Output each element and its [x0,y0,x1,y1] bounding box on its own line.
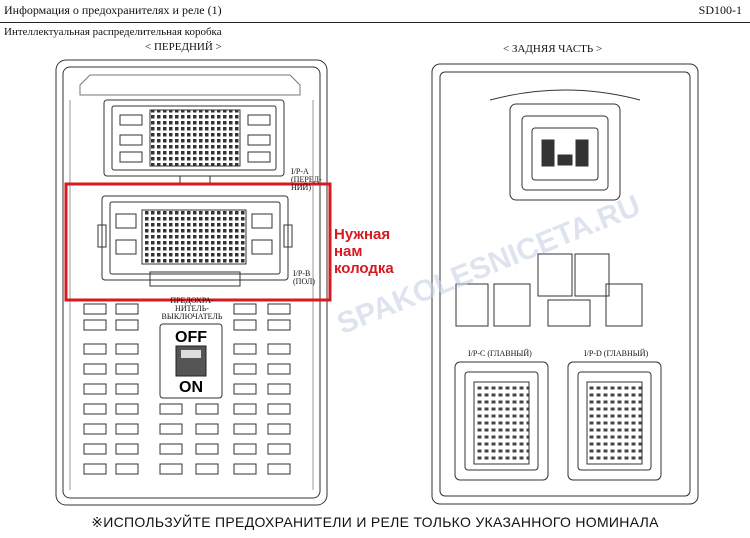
connector-ip-c [454,361,549,481]
document-code: SD100-1 [698,3,742,17]
ip-c-label: I/P-C (ГЛАВНЫЙ) [468,349,532,358]
connector-ip-a [103,99,285,185]
connector-ip-b [97,195,293,287]
ip-b-label-line1: I/P-B [293,269,311,278]
highlight-box [64,182,332,302]
fuse-grid-left [83,303,219,475]
ip-a-label: I/P-A (ПЕРЕД- НИЙ) [291,168,322,192]
ip-b-label-line2: (ПОЛ) [293,277,315,286]
switch-off-label: OFF [175,329,207,346]
page-title: Информация о предохранителях и реле (1) [4,3,222,17]
fuse-switch-label-line3: ВЫКЛЮЧАТЕЛЬ [161,312,223,321]
rear-relays [455,253,643,327]
rear-view-label: < ЗАДНЯЯ ЧАСТЬ > [503,43,603,55]
connector-ip-d [567,361,662,481]
ip-a-label-line1: I/P-A [291,167,309,176]
fuse-grid-right [233,303,291,475]
front-view-label: < ПЕРЕДНИЙ > [145,41,222,53]
footer-warning: ※ИСПОЛЬЗУЙТЕ ПРЕДОХРАНИТЕЛИ И РЕЛЕ ТОЛЬК… [91,514,659,530]
callout-line3: колодка [334,260,394,277]
callout-needed-connector: Нужная нам колодка [334,226,414,277]
switch-on-label: ON [179,379,203,396]
fuse-switch-label: ПРЕДОХРА- НИТЕЛЬ- ВЫКЛЮЧАТЕЛЬ [152,297,232,321]
fuse-switch [159,323,223,399]
front-box [55,59,328,506]
ip-b-label: I/P-B (ПОЛ) [293,270,315,286]
rear-top-socket [489,89,641,201]
callout-line2: нам [334,243,363,260]
fuse-switch-label-line2: НИТЕЛЬ- [175,304,209,313]
header-bar: Информация о предохранителях и реле (1) … [0,0,750,23]
ip-a-label-line2: (ПЕРЕД- [291,175,322,184]
fuse-switch-label-line1: ПРЕДОХРА- [170,296,214,305]
callout-line1: Нужная [334,226,391,243]
ip-a-label-line3: НИЙ) [291,183,311,192]
diagram-subtitle: Интеллектуальная распределительная короб… [4,26,222,38]
rear-box [431,63,699,505]
ip-d-label: I/P-D (ГЛАВНЫЙ) [584,349,649,358]
